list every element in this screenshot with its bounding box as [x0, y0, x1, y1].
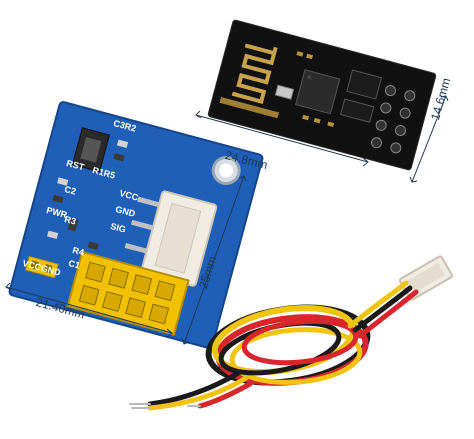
esp01-width-dimension: [409, 95, 449, 183]
esp01-socket-header: [66, 250, 190, 336]
board-height-dimension: [181, 175, 247, 345]
cable-connector-plug: [398, 255, 454, 301]
jumper-cable: [129, 255, 454, 411]
power-header: [24, 255, 59, 279]
ds18b20-adapter-board: [8, 101, 264, 349]
esp01-length-dimension: [195, 110, 369, 167]
board-width-dimension: [5, 282, 173, 338]
esp8266-chip: [295, 69, 341, 115]
esp01-pin-header: [371, 85, 416, 154]
pcb-antenna: [231, 43, 278, 104]
flash-chip: [346, 69, 383, 100]
esp01-module: [207, 19, 437, 171]
